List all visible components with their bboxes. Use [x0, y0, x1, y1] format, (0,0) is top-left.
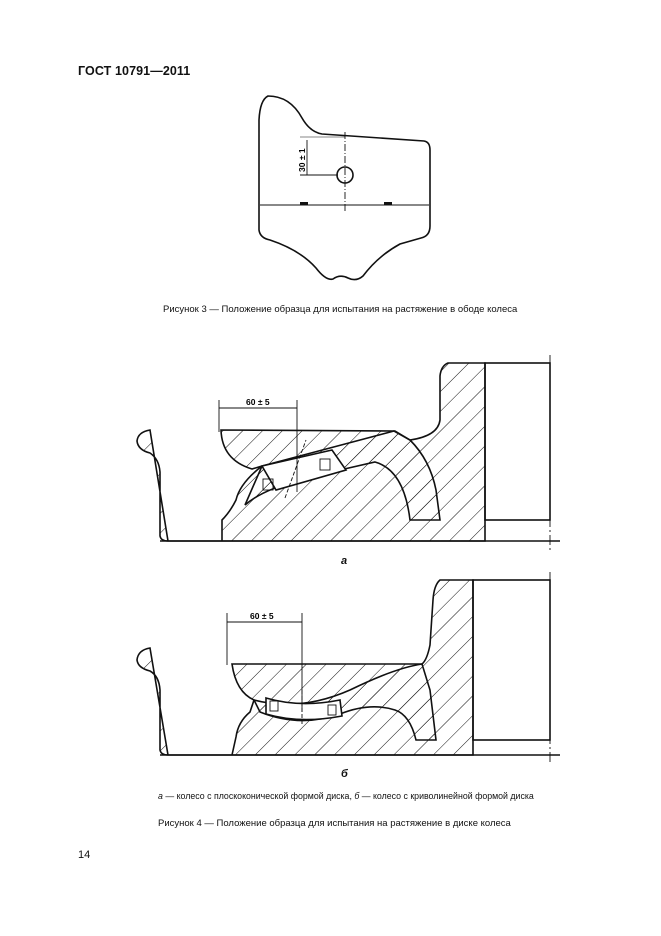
figure4a-dimension-label: 60 ± 5	[246, 397, 270, 407]
figure4b-disk-blank	[265, 696, 343, 721]
note-a-text: — колесо с плоскоконической формой диска…	[162, 791, 355, 801]
figure4a-disk-blank	[260, 449, 348, 491]
page-number: 14	[78, 849, 91, 861]
figure4b-shaft	[472, 579, 551, 741]
figure4a-label: а	[341, 555, 348, 567]
figure4b-label: б	[341, 768, 348, 780]
note-b-letter: б	[354, 791, 360, 801]
figure3-rim-outline	[258, 95, 431, 281]
figure4-caption: Рисунок 4 — Положение образца для испыта…	[158, 818, 511, 829]
figure3-dimension-label: 30 ± 1	[297, 148, 307, 172]
figure3-drawing	[258, 95, 431, 281]
figure4a-hub-section	[136, 362, 486, 542]
note-b-text: — колесо с криволинейной формой диска	[359, 791, 534, 801]
figure4a-shaft	[484, 362, 551, 521]
figure4b-dimension-label: 60 ± 5	[250, 611, 274, 621]
note-a-letter: а	[158, 791, 163, 801]
figure3-dimensions	[260, 132, 429, 212]
figure4-note: а — колесо с плоскоконической формой дис…	[158, 791, 534, 801]
figure4b-drawing	[136, 572, 560, 765]
figure4a-drawing	[136, 355, 560, 550]
figure3-caption: Рисунок 3 — Положение образца для испыта…	[163, 304, 518, 315]
document-header: ГОСТ 10791—2011	[78, 64, 191, 78]
